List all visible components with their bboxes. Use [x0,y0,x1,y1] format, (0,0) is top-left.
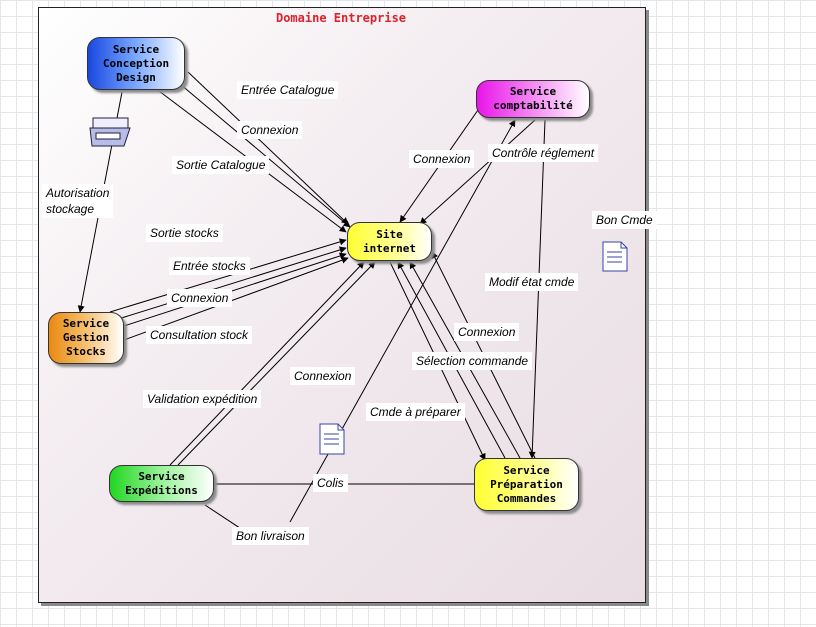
label-modif-etat-cmde: Modif état cmde [485,273,579,291]
label-sortie-catalogue: Sortie Catalogue [172,156,270,174]
node-site-internet[interactable]: Site internet [347,222,432,261]
edge-connexion-stocks [123,252,347,327]
edge-entree-stocks [114,246,347,321]
label-connexion-stocks: Connexion [167,289,233,307]
label-validation-expedition: Validation expédition [143,390,262,408]
label-bon-livraison: Bon livraison [232,527,309,545]
node-service-preparation[interactable]: Service Préparation Commandes [474,458,579,511]
edge-validation-expedition [169,261,365,466]
label-sortie-stocks: Sortie stocks [146,224,223,242]
node-service-stocks[interactable]: Service Gestion Stocks [48,312,124,364]
domain-title: Domaine Entreprise [275,11,407,25]
edge-entree-catalogue [187,71,349,225]
edge-connexion-expe [177,261,376,466]
label-cmde-a-preparer: Cmde à préparer [366,403,465,421]
printer-icon [89,117,131,147]
edge-controle-reglement [419,119,536,225]
edge-bon-livraison-2 [289,119,516,523]
node-service-expeditions[interactable]: Service Expéditions [109,465,214,502]
label-connexion-expe: Connexion [290,367,356,385]
edge-connexion-conception [179,83,351,228]
label-entree-stocks: Entrée stocks [169,257,250,275]
label-consultation-stock: Consultation stock [146,326,253,344]
document-icon [602,241,628,272]
label-controle-reglement: Contrôle réglement [488,144,599,162]
label-colis: Colis [313,474,348,492]
label-entree-catalogue: Entrée Catalogue [237,81,339,99]
label-autorisation-stockage: Autorisation stockage [42,184,114,218]
label-connexion-prep: Connexion [454,323,520,341]
document-icon [319,423,345,455]
edge-sortie-stocks [109,238,347,313]
node-service-comptabilite[interactable]: Service comptabilité [476,80,590,118]
label-selection-commande: Sélection commande [412,352,533,370]
node-service-conception[interactable]: Service Conception Design [87,37,185,90]
label-connexion-conception: Connexion [237,121,303,139]
label-connexion-compta: Connexion [409,150,475,168]
label-bon-cmde: Bon Cmde [592,211,657,229]
